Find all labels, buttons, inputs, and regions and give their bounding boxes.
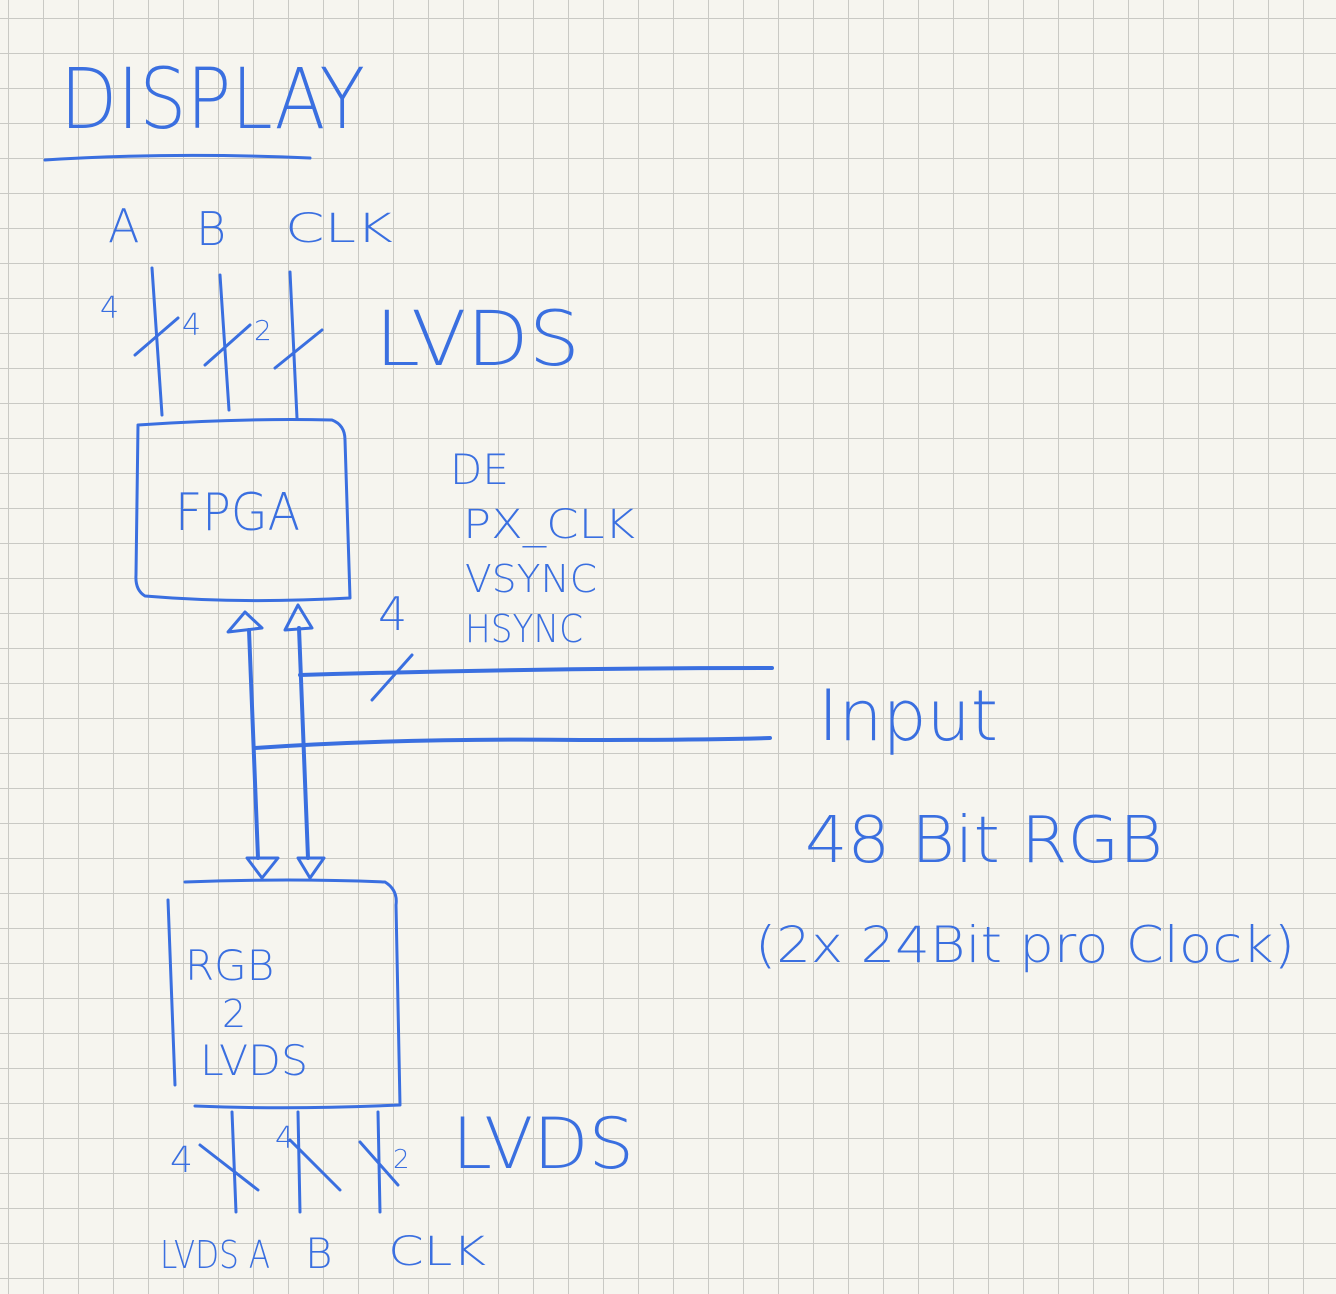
vertical-line-left [247, 628, 260, 860]
converter-arrow-left [245, 856, 280, 880]
signal-de: DE [450, 445, 509, 494]
top-width-clk: 2 [254, 314, 272, 347]
bottom-width-b: 4 [275, 1121, 294, 1156]
top-width-b: 4 [182, 308, 201, 343]
vertical-line-right [297, 626, 310, 860]
bottom-bus-line-b [296, 1110, 302, 1214]
top-width-a: 4 [100, 291, 119, 326]
input-detail: (2x 24Bit pro Clock) [755, 916, 1295, 974]
bottom-bus-line-a [230, 1110, 238, 1214]
bottom-bus-type: LVDS [452, 1103, 634, 1185]
signal-vsync: VSYNC [465, 557, 597, 601]
bottom-label-b: B [305, 1229, 333, 1278]
signal-px-clk: PX_CLK [463, 502, 635, 548]
top-bus-line-b [218, 273, 231, 412]
converter-block [183, 878, 402, 1110]
converter-label-rgb: RGB [185, 941, 274, 990]
bottom-bus-slash-a [198, 1143, 260, 1192]
fpga-label: FPGA [175, 483, 300, 543]
bottom-bus-slash-b [288, 1138, 342, 1192]
top-bus-slash-b [203, 323, 252, 367]
top-bus-type: LVDS [375, 294, 580, 383]
diagram-title: DISPLAY [60, 50, 365, 148]
top-bus-line-a [150, 266, 164, 417]
signal-hsync: HSYNC [465, 607, 583, 651]
converter-label-2: 2 [222, 992, 246, 1036]
input-format: 48 Bit RGB [805, 804, 1163, 878]
top-label-b: B [196, 202, 226, 256]
bottom-bus-slash-clk [358, 1140, 400, 1187]
top-label-clk: CLK [285, 206, 393, 252]
bottom-width-a: 4 [170, 1140, 193, 1181]
control-slash [370, 653, 414, 702]
rgb-input-line [253, 736, 772, 750]
fpga-block [134, 418, 352, 603]
top-bus-slash-a [133, 316, 180, 357]
title-underline [43, 153, 312, 162]
bottom-width-clk: 2 [393, 1145, 410, 1175]
fpga-arrow-left [226, 610, 264, 634]
top-label-a: A [108, 199, 139, 253]
control-input-line [298, 666, 774, 677]
top-bus-line-clk [288, 270, 299, 420]
bottom-label-lvds-a: LVDS A [160, 1233, 270, 1277]
top-bus-slash-clk [273, 328, 324, 370]
bottom-label-clk: CLK [388, 1229, 486, 1275]
control-width: 4 [378, 587, 407, 641]
converter-block-left-edge [166, 898, 177, 1087]
converter-label-lvds: LVDS [200, 1036, 308, 1085]
input-label: Input [818, 675, 998, 757]
converter-arrow-right [296, 856, 326, 880]
